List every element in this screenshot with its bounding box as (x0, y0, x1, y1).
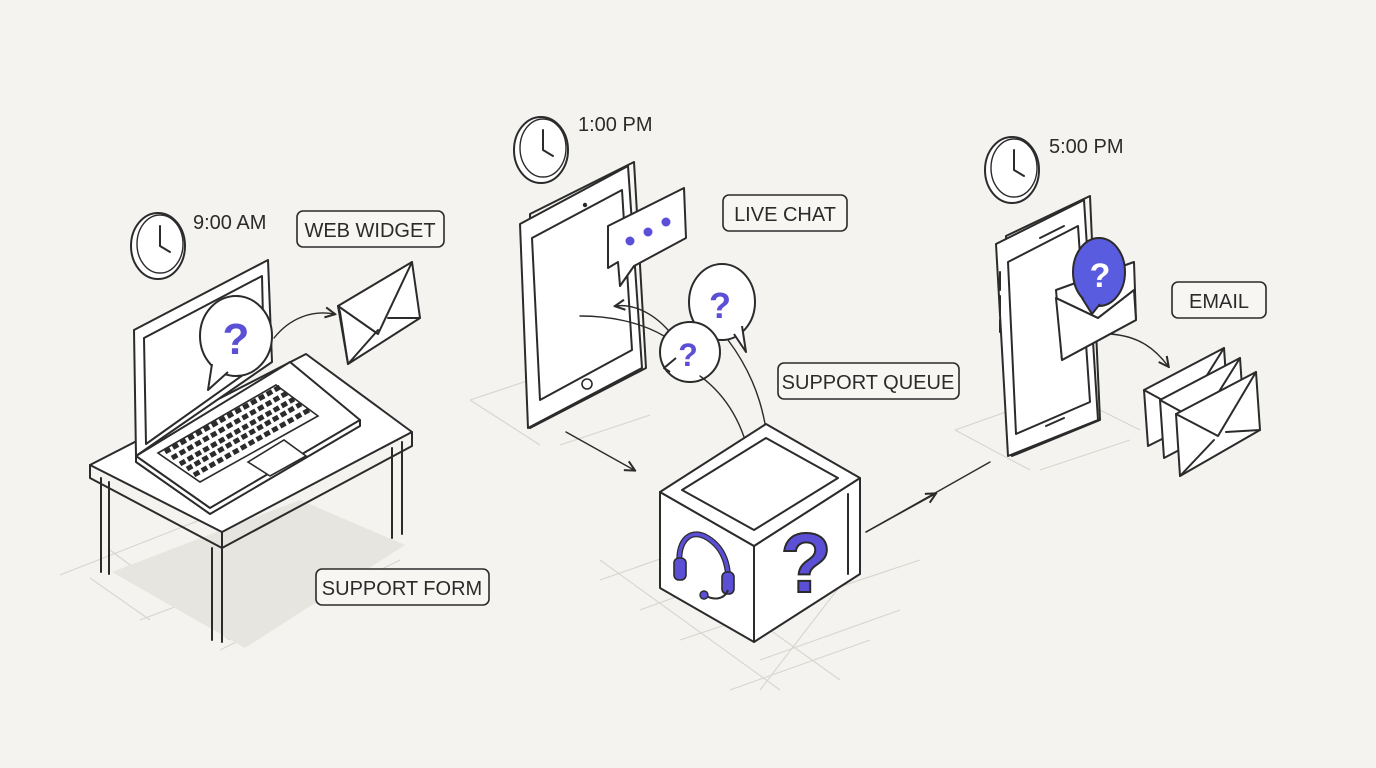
envelope-icon (337, 261, 421, 365)
question-bubble-icon: ? (659, 321, 721, 383)
step-support-queue: ? ? ? (513, 114, 960, 643)
channel-tag: WEB WIDGET (296, 210, 445, 248)
support-queue-box (659, 423, 861, 643)
channel-tag: LIVE CHAT (722, 194, 848, 232)
svg-text:EMAIL: EMAIL (1189, 291, 1249, 313)
keyboard-keys (163, 384, 311, 478)
step-label-tag: SUPPORT QUEUE (777, 362, 960, 400)
clock-icon (984, 136, 1040, 204)
svg-text:SUPPORT FORM: SUPPORT FORM (322, 578, 482, 600)
headset-icon (673, 531, 735, 600)
svg-text:?: ? (709, 285, 731, 326)
question-bubble-icon: ? (688, 263, 756, 353)
step-time: 9:00 AM (193, 212, 266, 234)
svg-text:SUPPORT QUEUE: SUPPORT QUEUE (782, 372, 955, 394)
floor-grid-right (954, 399, 1141, 471)
clock-icon (513, 116, 569, 184)
question-mark-icon: ? (779, 515, 832, 611)
svg-text:WEB WIDGET: WEB WIDGET (304, 220, 435, 242)
svg-text:LIVE CHAT: LIVE CHAT (734, 204, 836, 226)
svg-text:?: ? (1090, 257, 1111, 295)
step-label-tag: SUPPORT FORM (315, 568, 490, 606)
channel-tag: EMAIL (1171, 281, 1267, 319)
step-time: 5:00 PM (1049, 136, 1123, 158)
typing-bubble-icon (607, 187, 687, 287)
svg-text:?: ? (223, 315, 250, 364)
step-email: ? 5:00 PM EMAIL (984, 136, 1267, 477)
question-bubble-icon: ? (199, 295, 273, 391)
desk-shadow (112, 500, 405, 648)
svg-text:?: ? (780, 516, 831, 610)
svg-text:?: ? (678, 337, 698, 373)
envelope-stack-icon (1143, 347, 1261, 477)
step-time: 1:00 PM (578, 114, 652, 136)
clock-icon (130, 212, 186, 280)
laptop-trackpad (246, 439, 308, 477)
envelope-icon: ? (1055, 237, 1137, 361)
step-support-form: ? 9:00 AM WEB WIDGET SUPPORT FORM (89, 210, 490, 648)
connectors (565, 431, 991, 533)
